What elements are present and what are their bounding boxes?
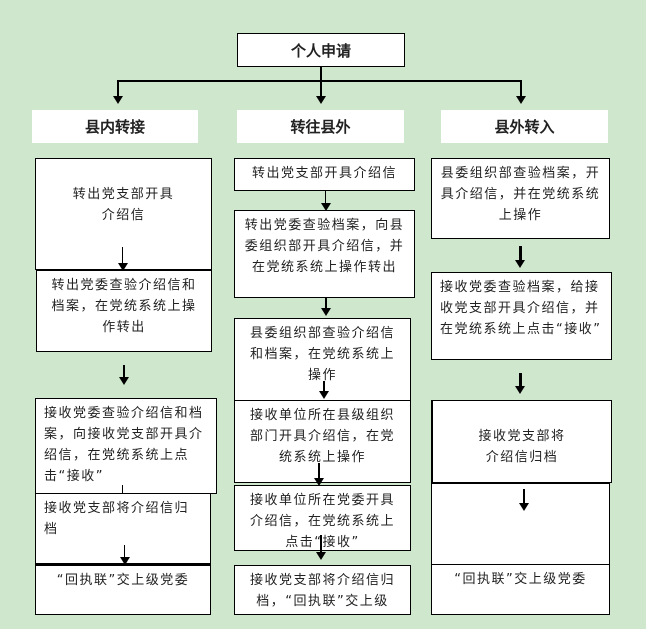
step-text: 转出党支部开具介绍信: [251, 166, 397, 181]
branch-header-out-county: 转往县外: [237, 110, 404, 143]
arrow-down-icon: [119, 377, 129, 385]
arrow-line: [124, 545, 125, 557]
step-box: [431, 482, 610, 565]
arrow-down-icon: [319, 391, 329, 399]
arrow-line: [325, 191, 326, 205]
arrow-line: [519, 246, 522, 260]
step-text: 接收党委查验档案，给接收党支部开具介绍信，并在党统系统上点击“接收”: [440, 280, 602, 337]
arrow-line: [318, 463, 320, 481]
branch-header-into-county: 县外转入: [441, 110, 608, 143]
step-box: 接收党支部将介绍信归档，“回执联”交上级: [234, 565, 411, 615]
branch-header-text: 转往县外: [290, 118, 351, 136]
arrow-down-icon: [316, 96, 326, 104]
branch-header-text: 县外转入: [494, 118, 555, 136]
step-text: 县委组织部查验档案，开具介绍信，并在党统系统上操作: [440, 166, 601, 223]
step-text: 接收单位所在党委开具介绍信，在党统系统上点击“接收”: [249, 493, 395, 550]
step-box: 接收党委查验介绍信和档案，向接收党支部开具介绍信，在党统系统上点击“接收”: [35, 398, 217, 494]
step-box: 接收党支部将 介绍信归档: [431, 400, 612, 483]
step-text: “回执联”交上级党委: [454, 572, 587, 587]
arrow-down-icon: [118, 263, 128, 271]
step-box: 接收党委查验档案，给接收党支部开具介绍信，并在党统系统上点击“接收”: [431, 272, 612, 360]
branch-line-1: [117, 80, 119, 96]
step-box: 接收党支部将介绍信归档: [35, 494, 211, 564]
arrow-down-icon: [515, 260, 525, 268]
arrow-down-icon: [314, 478, 324, 486]
step-text: 接收单位所在县级组织部门开具介绍信，在党统系统上操作: [249, 408, 395, 465]
arrow-down-icon: [515, 386, 525, 394]
arrow-down-icon: [321, 308, 331, 316]
branch-line-3: [520, 80, 522, 96]
step-text: 转出党支部开具 介绍信: [72, 187, 175, 223]
step-text: 接收党支部将介绍信归档: [44, 501, 190, 537]
arrow-down-icon: [516, 96, 526, 104]
step-text: 县委组织部查验介绍信和档案，在党统系统上操作: [249, 326, 395, 383]
step-box: “回执联”交上级党委: [35, 563, 211, 615]
arrow-line: [323, 381, 325, 393]
step-box: 接收单位所在党委开具介绍信，在党统系统上点击“接收”: [234, 485, 411, 551]
arrow-down-icon: [321, 203, 331, 211]
step-box: 接收单位所在县级组织部门开具介绍信，在党统系统上操作: [234, 400, 411, 483]
title-box: 个人申请: [237, 33, 405, 67]
arrow-line: [325, 298, 327, 308]
step-box: 转出党委查验介绍信和档案，在党统系统上操作转出: [36, 270, 212, 352]
arrow-line: [123, 365, 125, 377]
branch-header-text: 县内转接: [84, 118, 145, 136]
arrow-line: [122, 485, 123, 499]
arrow-down-icon: [120, 557, 130, 565]
step-text: 接收党委查验介绍信和档案，向接收党支部开具介绍信，在党统系统上点击“接收”: [44, 406, 204, 484]
title-text: 个人申请: [290, 41, 351, 60]
branch-line-2: [320, 80, 322, 96]
arrow-line: [320, 535, 322, 553]
title-connector: [320, 67, 322, 80]
step-box: 转出党支部开具介绍信: [234, 158, 415, 191]
step-text: 接收党支部将 介绍信归档: [478, 429, 566, 465]
step-box: 县委组织部查验介绍信和档案，在党统系统上操作: [234, 318, 411, 401]
step-text: 接收党支部将介绍信归档，“回执联”交上级: [249, 573, 395, 609]
arrow-line: [523, 489, 525, 503]
step-box: 转出党委查验档案，向县委组织部开具介绍信，并在党统系统上操作转出: [234, 210, 415, 298]
step-text: “回执联”交上级党委: [56, 573, 190, 588]
arrow-line: [519, 373, 522, 387]
arrow-down-icon: [113, 96, 123, 104]
step-text: 转出党委查验档案，向县委组织部开具介绍信，并在党统系统上操作转出: [244, 218, 405, 275]
arrow-down-icon: [519, 503, 529, 511]
step-box: 转出党支部开具 介绍信: [35, 158, 212, 270]
step-text: 转出党委查验介绍信和档案，在党统系统上操作转出: [51, 278, 197, 335]
branch-connector: [117, 80, 522, 82]
arrow-down-icon: [316, 552, 326, 560]
step-box: “回执联”交上级党委: [431, 564, 610, 615]
arrow-line: [122, 247, 123, 263]
step-box: 县委组织部查验档案，开具介绍信，并在党统系统上操作: [431, 158, 610, 239]
branch-header-in-county: 县内转接: [32, 110, 198, 143]
